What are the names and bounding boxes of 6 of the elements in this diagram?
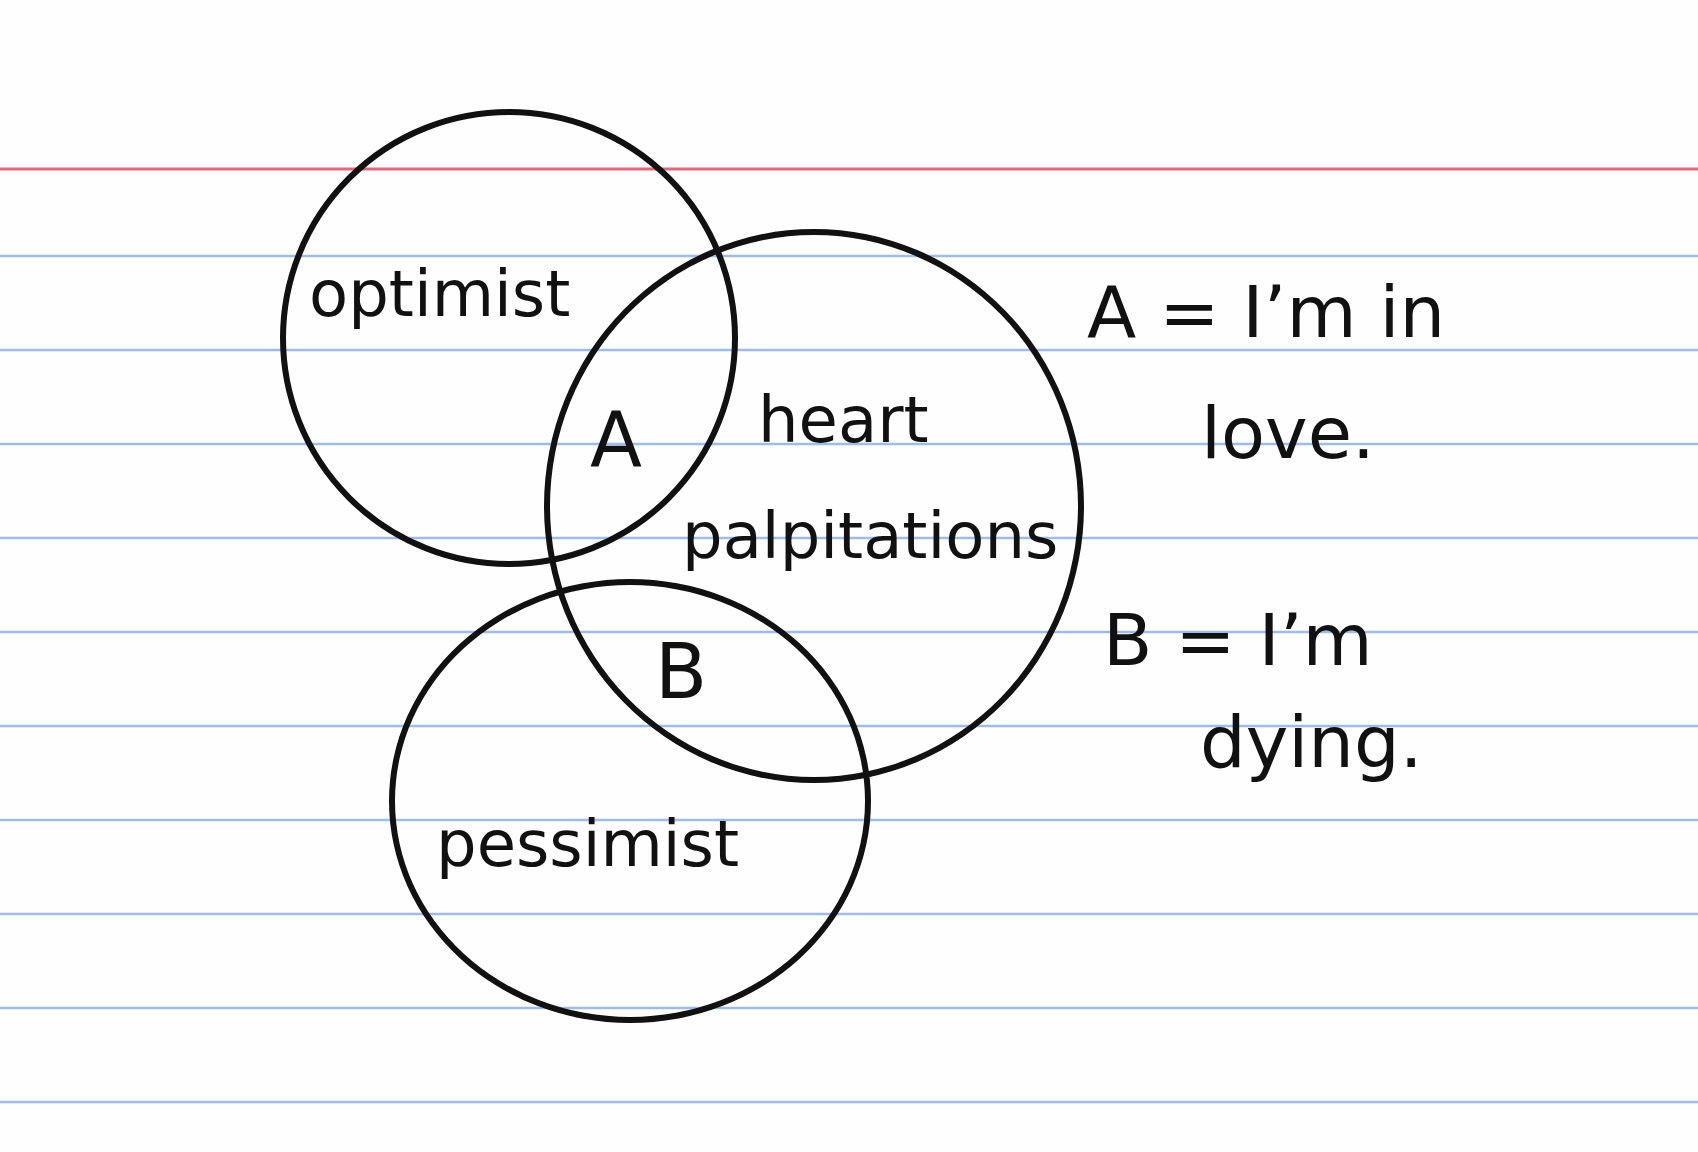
region-letter: A bbox=[590, 402, 642, 478]
venn-circle bbox=[389, 579, 871, 1023]
set-label: heart palpitations bbox=[682, 382, 1060, 575]
key-note: B = I’m dying. bbox=[1103, 597, 1424, 786]
region-letter: B bbox=[655, 634, 708, 710]
key-note: A = I’m in love. bbox=[1087, 269, 1447, 477]
